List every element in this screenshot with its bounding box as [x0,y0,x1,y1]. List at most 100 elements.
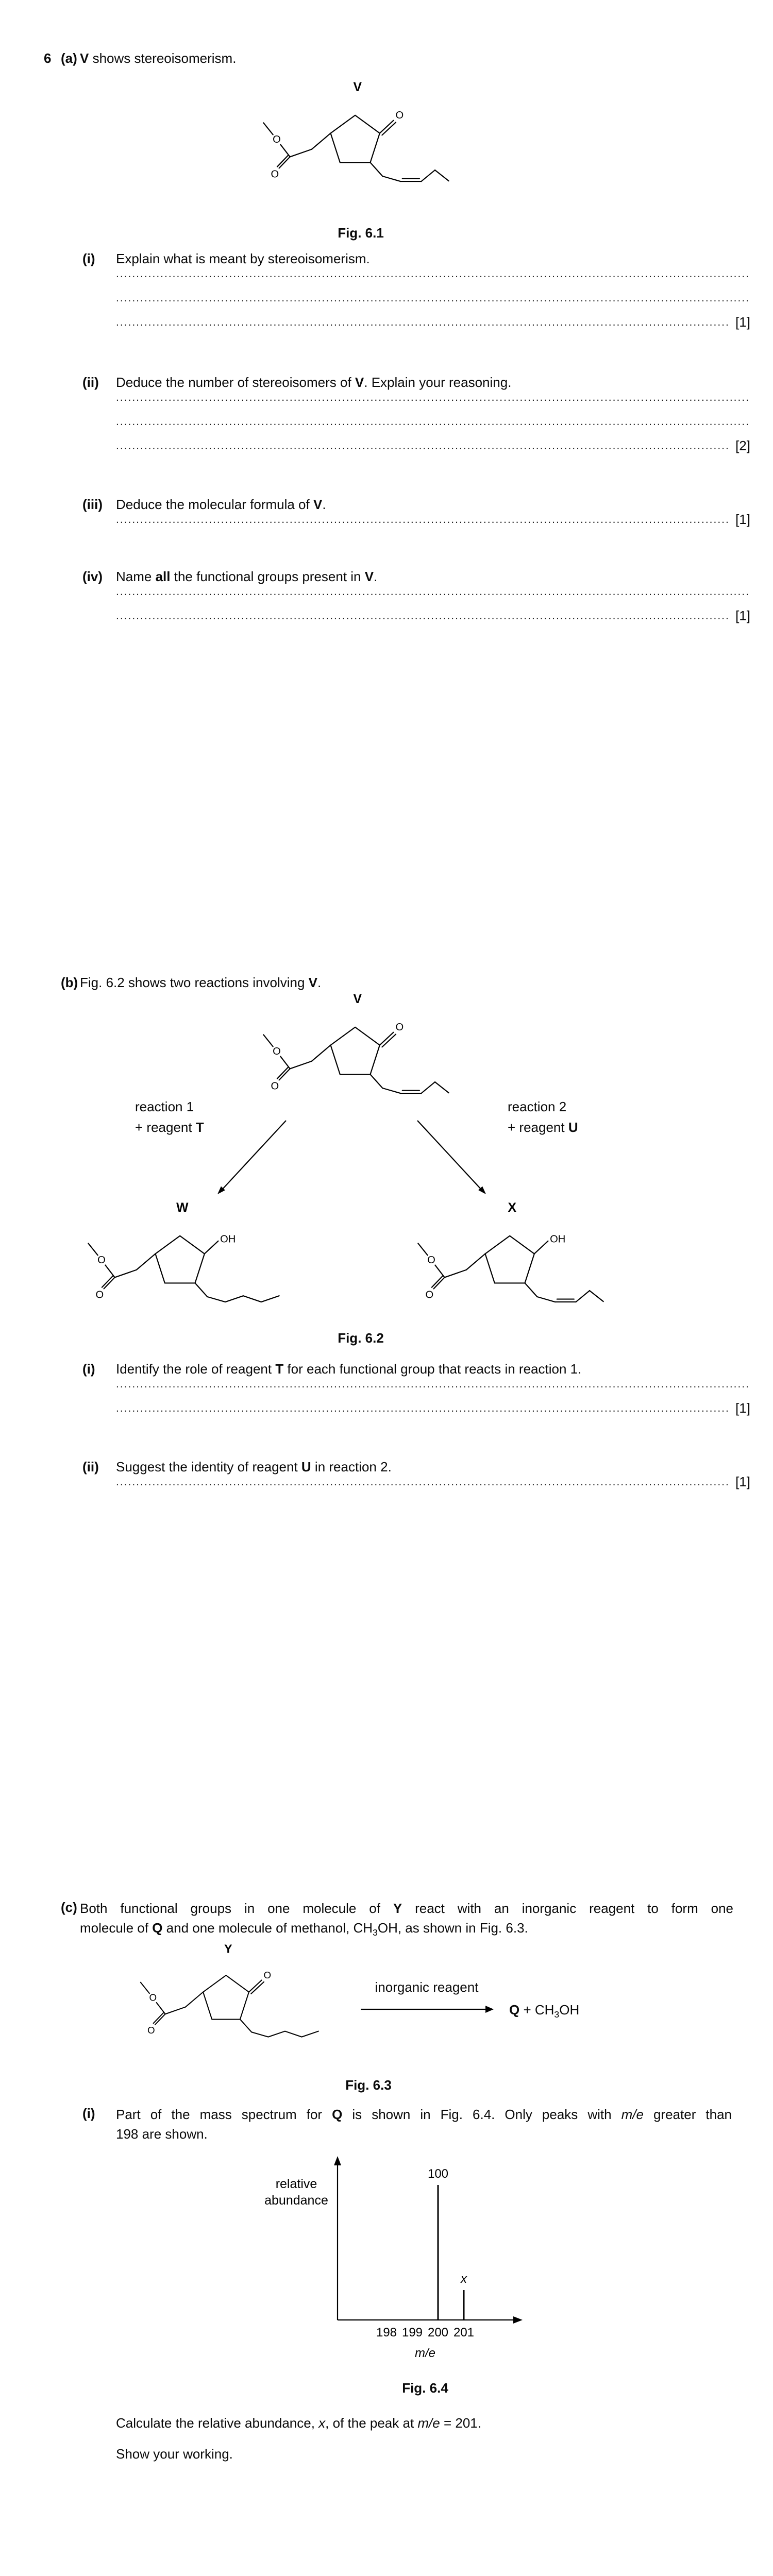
part-b-intro: Fig. 6.2 shows two reactions involving V… [80,975,322,990]
pentenyl-chain [524,1282,604,1303]
mark-b-ii: [1] [735,1474,750,1489]
mark-b-i: [1] [735,1400,750,1416]
tick-200: 200 [428,2326,448,2340]
part-c-label: (c) [61,1900,77,1915]
y-axis [334,2156,341,2320]
answer-line[interactable]: [1] [116,512,750,527]
fig-6-4-caption: Fig. 6.4 [402,2380,448,2396]
part-b-header: (b) Fig. 6.2 shows two reactions involvi… [61,974,731,991]
part-b-i: (i) Identify the role of reagent T for e… [82,1360,750,1415]
structure-x-label: X [508,1201,516,1215]
answer-line[interactable]: [1] [116,1391,750,1415]
answer-line[interactable] [116,1378,750,1391]
reaction-arrows [217,1120,486,1194]
oxygen-atom-label: O [97,1255,106,1266]
hydroxyl-label: OH [220,1234,236,1245]
cyclopentane-ring [330,114,380,163]
ketone-group: O [248,1970,272,1994]
peak-200: 100 [428,2167,448,2320]
cyclopentane-ring [484,1235,535,1284]
oxygen-atom-label: O [395,110,404,121]
part-b-ii-label: (ii) [82,1459,99,1475]
part-c-i-label: (i) [82,2106,95,2121]
part-a-iv-label: (iv) [82,569,103,584]
answer-line[interactable]: [1] [116,305,750,329]
part-a-i: (i) Explain what is meant by stereoisome… [82,250,750,329]
y-axis-label-line2: abundance [264,2193,328,2208]
part-a-iv: (iv) Name all the functional groups pres… [82,568,750,623]
oxygen-atom-label: O [271,1081,279,1092]
structure-x-figure: X OH O O [417,1201,604,1303]
methyl-ester-group: O O [140,1981,204,2036]
reagent-t-text: + reagent T [135,1120,204,1135]
x-axis [338,2316,523,2324]
oxygen-atom-label: O [395,1022,404,1033]
reaction-arrow-right [361,2006,494,2013]
reaction-2-label: reaction 2 + reagent U [508,1096,578,1138]
answer-line[interactable] [116,585,750,599]
hydroxyl-label: OH [550,1234,565,1245]
structure-v-figure-b: V O O O [263,992,449,1094]
pentyl-chain [194,1282,280,1303]
part-c-i-line1: Part of the mass spectrum for Q is shown… [116,2107,732,2122]
mass-spectrum-figure: relative abundance 100 x 198 199 200 201… [264,2156,523,2360]
tick-201: 201 [453,2326,474,2340]
oxygen-atom-label: O [425,1290,433,1301]
hydroxyl-group: OH [533,1234,565,1255]
part-b-ii: (ii) Suggest the identity of reagent U i… [82,1458,750,1489]
reaction-1-arrow [217,1120,287,1194]
cyclopentane-ring [203,1975,249,2020]
part-a-iv-question: Name all the functional groups present i… [116,569,378,584]
structure-y-label: Y [224,1942,232,1955]
part-c-header: (c) Both functional groups in one molecu… [61,1899,733,1938]
reaction-2-arrow [417,1120,486,1194]
methyl-ester-group: O O [88,1243,156,1301]
part-a-label: (a) [61,50,77,66]
part-b-i-question: Identify the role of reagent T for each … [116,1361,582,1377]
structure-v-figure: V O O O [263,80,449,182]
answer-line[interactable]: [1] [116,599,750,623]
mark-a-ii: [2] [735,438,750,453]
hydroxyl-group: OH [204,1234,236,1255]
tick-199: 199 [402,2326,423,2340]
reaction-2-text: reaction 2 [508,1099,567,1114]
oxygen-atom-label: O [149,1992,157,2003]
pentenyl-chain [369,1074,449,1094]
oxygen-atom-label: O [95,1290,104,1301]
pentyl-chain [239,2019,319,2038]
question-number: 6 [44,50,52,66]
cyclopentane-ring [330,1026,380,1075]
calc-instruction: Calculate the relative abundance, x, of … [116,2415,481,2431]
part-a-ii: (ii) Deduce the number of stereoisomers … [82,374,750,453]
answer-line[interactable] [116,267,750,281]
mark-a-iii: [1] [735,512,750,527]
part-a-i-question: Explain what is meant by stereoisomerism… [116,251,370,266]
structure-w-label: W [176,1201,189,1215]
fig-6-2-caption: Fig. 6.2 [338,1330,384,1346]
part-a-iii: (iii) Deduce the molecular formula of V.… [82,496,750,527]
methyl-ester-group: O O [263,1034,331,1092]
structure-v-label: V [353,992,362,1006]
answer-line[interactable]: [2] [116,429,750,453]
oxygen-atom-label: O [273,134,281,145]
answer-line[interactable] [116,391,750,404]
answer-line[interactable] [116,404,750,429]
cyclopentane-ring [155,1235,205,1284]
oxygen-atom-label: O [264,1970,272,1980]
part-a-iii-question: Deduce the molecular formula of V. [116,497,326,512]
x-axis-label: m/e [415,2346,435,2360]
oxygen-atom-label: O [271,169,279,180]
structure-y-figure: Y O O O [140,1942,319,2038]
answer-line[interactable]: [1] [116,1474,750,1489]
oxygen-atom-label: O [273,1046,281,1057]
fig-6-1-caption: Fig. 6.1 [338,225,384,241]
part-c-intro-line2: molecule of Q and one molecule of methan… [80,1920,528,1938]
y-axis-label-line1: relative [276,2177,317,2191]
mark-a-iv: [1] [735,608,750,623]
ketone-group: O [379,1022,404,1048]
tick-198: 198 [376,2326,397,2340]
reagent-u-text: + reagent U [508,1120,578,1135]
part-a-header: 6 (a) V shows stereoisomerism. [44,49,734,67]
answer-line[interactable] [116,281,750,305]
